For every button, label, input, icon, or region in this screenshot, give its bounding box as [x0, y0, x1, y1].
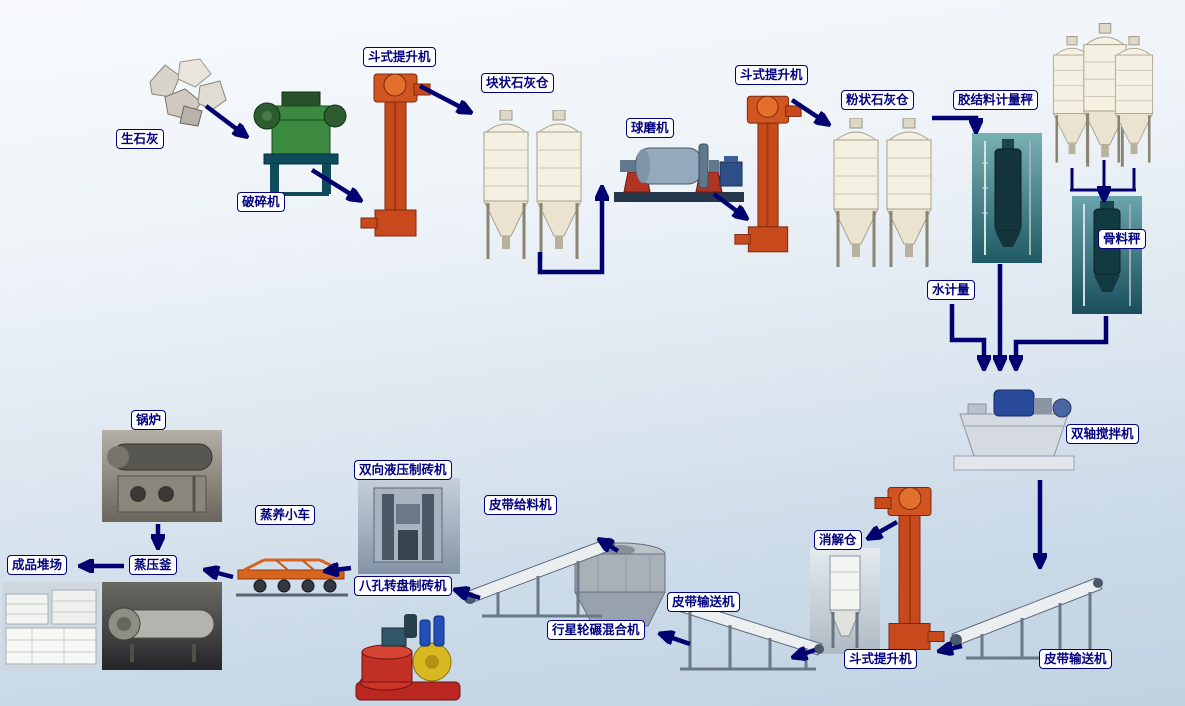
- steam-curing-trolley-image: [236, 548, 348, 606]
- label-twin-shaft-mixer: 双轴搅拌机: [1066, 424, 1139, 445]
- label-belt-conveyor-mid: 皮带输送机: [667, 592, 740, 613]
- autoclave-photo: [102, 582, 222, 670]
- label-binder-metering-scale: 胶结料计量秤: [953, 90, 1039, 111]
- label-lump-lime-silo: 块状石灰仓: [481, 73, 554, 94]
- label-digestion-silo: 消解仓: [814, 530, 862, 551]
- powder-lime-silo-image: [830, 118, 935, 273]
- label-finished-product-yard: 成品堆场: [7, 555, 68, 576]
- label-rotary-brick-machine: 八孔转盘制砖机: [354, 576, 452, 597]
- label-hydraulic-brick-machine: 双向液压制砖机: [354, 460, 452, 481]
- bucket-elevator-2-image: [732, 90, 804, 260]
- lump-lime-silo-image: [480, 110, 585, 265]
- belt-feeder-image: [462, 522, 617, 620]
- label-bucket-elevator-2: 斗式提升机: [735, 65, 808, 86]
- quicklime-rocks-image: [140, 52, 230, 130]
- finished-product-yard-photo: [2, 582, 100, 670]
- aggregate-scale-photo: [1072, 196, 1142, 314]
- arrow-powder-silo-to-binder-scale: [932, 115, 976, 131]
- label-aggregate-scale: 骨料秤: [1098, 229, 1146, 250]
- crusher-image: [252, 86, 347, 198]
- label-bucket-elevator-3: 斗式提升机: [844, 649, 917, 670]
- aggregate-silos-image: [1050, 18, 1157, 188]
- arrow-water-to-mixer: [949, 304, 984, 368]
- label-bucket-elevator-1: 斗式提升机: [363, 47, 436, 68]
- hydraulic-brick-machine-photo: [358, 478, 460, 574]
- arrow-aggregate-scale-to-mixer: [1016, 316, 1109, 368]
- label-belt-feeder: 皮带给料机: [484, 495, 557, 516]
- label-belt-conveyor-right: 皮带输送机: [1039, 649, 1112, 670]
- label-boiler: 锅炉: [131, 410, 167, 431]
- label-crusher: 破碎机: [237, 192, 285, 213]
- binder-metering-scale-photo: [972, 133, 1042, 263]
- label-autoclave: 蒸压釜: [129, 555, 177, 576]
- label-steam-curing-trolley: 蒸养小车: [255, 505, 316, 526]
- bucket-elevator-3-image: [872, 482, 947, 657]
- digestion-silo-photo: [810, 548, 880, 654]
- label-quicklime: 生石灰: [116, 129, 164, 150]
- ball-mill-image: [612, 136, 747, 214]
- belt-conveyor-right-image: [948, 562, 1108, 662]
- label-planetary-wheel-mixer: 行星轮碾混合机: [547, 620, 645, 641]
- rotary-brick-machine-image: [352, 608, 464, 706]
- label-ball-mill: 球磨机: [626, 118, 674, 139]
- arrow-trolley-to-autoclave: [206, 570, 234, 577]
- twin-shaft-mixer-image: [948, 378, 1080, 478]
- bucket-elevator-1-image: [358, 70, 433, 242]
- boiler-photo: [102, 430, 222, 522]
- label-water-metering: 水计量: [927, 280, 975, 301]
- label-powder-lime-silo: 粉状石灰仓: [841, 90, 914, 111]
